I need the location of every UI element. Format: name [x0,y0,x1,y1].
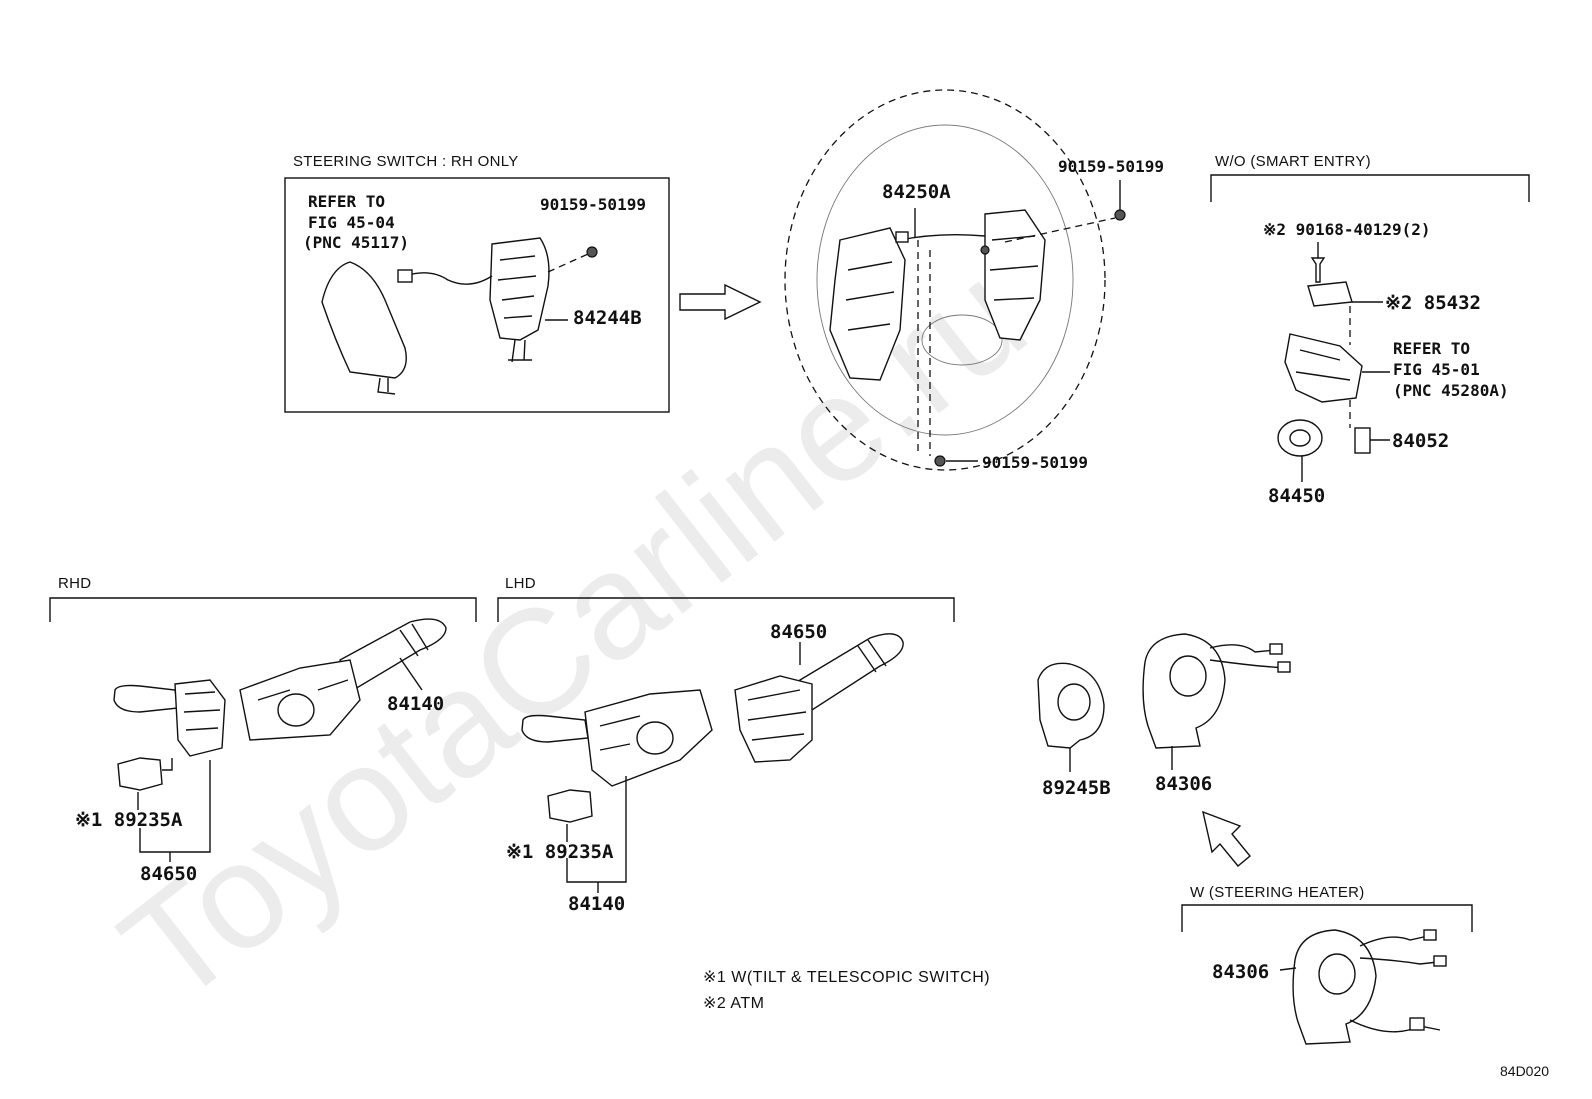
label-84650-lhd: 84650 [770,621,827,643]
label-84306-heater: 84306 [1212,961,1269,983]
spiral-cable-section: 89245B 84306 [1037,633,1291,799]
smart-entry-section: W/O (SMART ENTRY) ※2 90168-40129(2) ※2 8… [1210,153,1530,507]
refer-smart-line2: FIG 45-01 [1393,360,1480,379]
rhd-light-switch-lever-icon [113,684,179,713]
bolt-icon [1310,257,1326,283]
column-cover-icon [321,261,407,379]
label-90159-bottom: 90159-50199 [982,453,1088,472]
label-84140-rhd: 84140 [387,693,444,715]
label-90159-box: 90159-50199 [540,195,646,214]
lhd-light-switch-lever-icon [521,714,589,743]
steering-switch-header: STEERING SWITCH : RH ONLY [293,153,519,170]
lhd-wiper-switch-lever-icon [799,633,904,712]
refer-box-line2: FIG 45-04 [308,213,395,232]
rhd-tilt-switch-icon [117,757,163,791]
left-switch-pad-icon [829,227,906,381]
steering-heater-section: W (STEERING HEATER) 84306 [1181,884,1473,1045]
steering-wheel-rim [784,89,1106,471]
label-84650-rhd: 84650 [140,863,197,885]
screw-icon [586,246,598,258]
label-89245b: 89245B [1042,777,1111,799]
label-90168: ※2 90168-40129(2) [1263,220,1431,239]
heater-spiral-cable-icon [1292,929,1377,1045]
rhd-section: RHD 84140 ※1 89235A 84650 [49,575,477,885]
steering-switch-section: STEERING SWITCH : RH ONLY REFER TO FIG 4… [284,153,670,413]
label-84306: 84306 [1155,773,1212,795]
spiral-cable-icon [1142,633,1226,749]
right-switch-pad-icon [984,209,1046,341]
lhd-switch-body-left-icon [584,689,713,787]
note-2: ※2 ATM [703,995,764,1012]
key-switch-icon [1354,427,1371,454]
wo-smart-entry-header: W/O (SMART ENTRY) [1215,153,1371,170]
steering-wheel-section: 84250A 90159-50199 90159-50199 [784,89,1164,472]
rhd-header: RHD [58,575,91,592]
steering-switch-box [284,177,670,413]
label-84244b: 84244B [573,307,642,329]
refer-box-line1: REFER TO [308,192,385,211]
lhd-section: LHD 84650 ※1 89235A 84140 [497,575,955,915]
key-interlock-solenoid-icon [1307,281,1353,307]
arrow-up-left-icon [1202,810,1251,867]
screw-bottom-icon [934,455,946,467]
lhd-header: LHD [505,575,536,592]
label-84250a: 84250A [882,181,951,203]
lhd-tilt-switch-icon [547,789,593,823]
spiral-cover-icon [1037,662,1105,749]
label-84140-lhd: 84140 [568,893,625,915]
w-steering-heater-header: W (STEERING HEATER) [1190,884,1365,901]
label-89235a-lhd: ※1 89235A [506,841,614,863]
screw-top-icon [1114,209,1126,221]
ignition-switch-icon [1277,419,1323,457]
refer-box-line3: (PNC 45117) [303,233,409,252]
refer-smart-line1: REFER TO [1393,339,1470,358]
refer-smart-line3: (PNC 45280A) [1393,381,1509,400]
steering-switch-icon [489,237,550,341]
rhd-switch-body-left-icon [174,679,226,757]
label-90159-top: 90159-50199 [1058,157,1164,176]
label-84450: 84450 [1268,485,1325,507]
label-85432: ※2 85432 [1385,292,1481,314]
label-84052: 84052 [1392,430,1449,452]
figure-code: 84D020 [1500,1063,1549,1079]
label-89235a-rhd: ※1 89235A [75,809,183,831]
lhd-switch-body-right-icon [734,675,813,763]
arrow-right-icon [679,283,762,321]
note-1: ※1 W(TILT & TELESCOPIC SWITCH) [703,969,990,986]
rhd-switch-body-right-icon [239,659,361,741]
